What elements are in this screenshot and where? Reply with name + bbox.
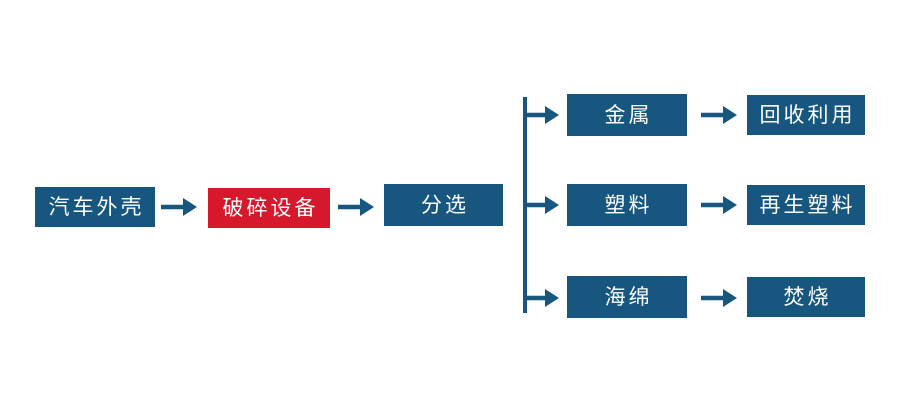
arrow-right-icon [523,289,559,307]
arrow-right-icon [701,106,737,124]
arrow-right-icon [701,289,737,307]
arrow-right-icon [161,198,197,216]
node-plastic: 塑料 [567,184,687,226]
node-sponge: 海绵 [567,276,687,318]
node-sorting: 分选 [384,184,503,226]
node-car-shell: 汽车外壳 [35,187,155,227]
node-crushing-equipment: 破碎设备 [208,188,330,228]
arrow-right-icon [523,196,559,214]
node-recycled-plastic: 再生塑料 [747,185,865,225]
node-recycle-reuse: 回收利用 [747,95,865,135]
node-incineration: 焚烧 [747,277,865,317]
arrow-right-icon [701,196,737,214]
node-metal: 金属 [567,94,687,136]
arrow-right-icon [523,106,559,124]
arrow-right-icon [338,198,374,216]
